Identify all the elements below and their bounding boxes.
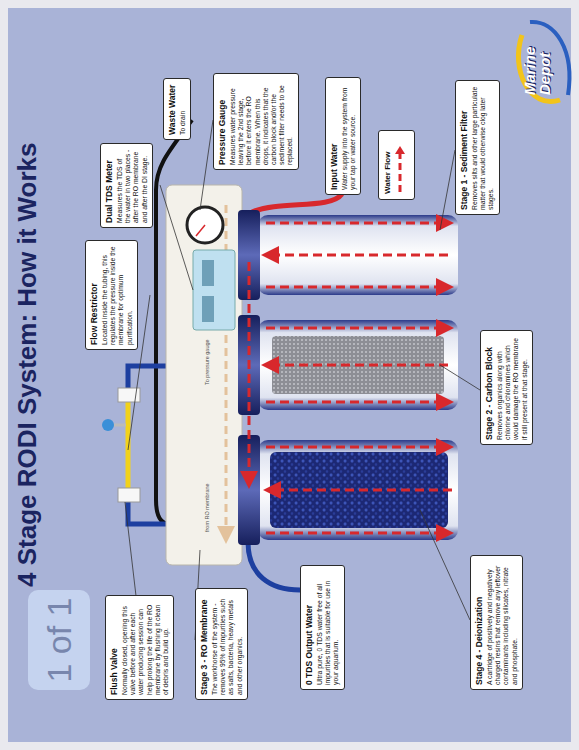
leader-line: [200, 120, 213, 210]
part-label: To pressure gauge: [204, 305, 210, 385]
restrictor-tube: [126, 400, 131, 490]
sediment-housing: [258, 215, 458, 295]
callout-box: Stage 2 - Carbon BlockRemoves organics a…: [480, 330, 533, 445]
legend-text: Water Flow: [383, 136, 392, 194]
callout-body: Measures water pressure leaving the 2nd …: [229, 78, 295, 165]
input-tube: [252, 194, 342, 212]
callout-heading: Dual TDS Meter: [104, 148, 114, 223]
callout-body: Water supply into the system from your t…: [341, 82, 357, 190]
callout-heading: Stage 2 - Carbon Block: [484, 335, 494, 440]
callout-body: Ultra pure, 0 TDS water free of all impu…: [316, 570, 341, 685]
leader-line: [440, 365, 480, 390]
legend-arrow-line: [399, 154, 402, 192]
callout-box: Pressure GaugeMeasures water pressure le…: [213, 73, 299, 170]
flow-arrow: [266, 532, 445, 535]
tds-display: [202, 260, 214, 286]
flow-arrow: [272, 489, 452, 492]
flow-arrow: [248, 262, 251, 480]
logo-text: Marine Depot: [522, 23, 552, 95]
legend-arrow-head: [395, 146, 405, 154]
callout-body: Measures the TDS of the water in two pla…: [116, 148, 149, 223]
callout-heading: Pressure Gauge: [217, 78, 227, 165]
tds-display: [202, 296, 214, 322]
flow-arrow: [266, 401, 445, 404]
callout-box: 0 TDS Output WaterUltra pure, 0 TDS wate…: [300, 565, 345, 690]
legend-sample: [394, 144, 406, 194]
housing-cap: [238, 210, 260, 300]
callout-box: Flow RestrictorLocated inside the tubing…: [85, 240, 138, 350]
callout-body: Removes silts and other large particulat…: [471, 85, 496, 210]
flow-arrow: [266, 286, 445, 289]
flow-arrow: [266, 327, 445, 330]
flow-arrow: [266, 446, 445, 449]
leader-line: [440, 150, 455, 230]
callout-heading: Waste Water: [167, 83, 177, 135]
fitting: [118, 488, 140, 502]
callout-body: Removes organics along with chlorine and…: [496, 335, 529, 440]
di-housing: [258, 440, 458, 540]
leader-line: [420, 510, 470, 620]
callout-box: Flush ValveNormally closed, opening this…: [105, 595, 174, 700]
callout-heading: Stage 3 - RO Membrane: [199, 593, 209, 695]
ro-membrane-housing: [166, 185, 242, 565]
callout-box: Dual TDS MeterMeasures the TDS of the wa…: [100, 143, 153, 228]
callout-heading: 0 TDS Output Water: [304, 570, 314, 685]
flow-arrow: [270, 254, 448, 257]
flush-tube: [128, 366, 168, 390]
carbon-housing: [258, 320, 458, 410]
output-tube: [248, 542, 300, 590]
callout-box: Waste WaterTo drain: [163, 78, 191, 140]
background: [8, 8, 571, 742]
callout-body: Located inside the tubing, this regulate…: [101, 245, 134, 345]
callout-box: Stage 3 - RO MembraneThe workhorse of th…: [195, 588, 248, 700]
callout-heading: Stage 4 - Deionization: [474, 560, 484, 685]
callout-body: Normally closed, opening this valve befo…: [121, 600, 170, 695]
water-flow-arrows: [249, 223, 452, 533]
callout-box: Stage 1 - Sediment FilterRemoves silts a…: [455, 80, 500, 215]
callout-heading: Flow Restrictor: [89, 245, 99, 345]
callout-body: A cartridge of positively and negatively…: [486, 560, 519, 685]
diagram-title: 4 Stage RODI System: How it Works: [12, 142, 43, 587]
callout-heading: Stage 1 - Sediment Filter: [459, 85, 469, 210]
valve-stem: [112, 424, 126, 427]
flush-valve-knob: [102, 419, 114, 431]
leader-line: [160, 185, 193, 290]
flow-arrow: [270, 364, 448, 367]
callout-box: Stage 4 - DeionizationA cartridge of pos…: [470, 555, 523, 690]
flow-arrow: [266, 222, 445, 225]
page-badge: 1 of 1: [28, 590, 90, 690]
callout-body: The workhorse of the system - removes 95…: [211, 593, 244, 695]
part-label: from RO membrane: [204, 452, 210, 532]
callout-heading: Input Water: [329, 82, 339, 190]
pressure-gauge: [187, 207, 223, 243]
callout-heading: Flush Valve: [109, 600, 119, 695]
flush-tube: [128, 500, 170, 524]
gauge-needle: [196, 225, 205, 236]
legend-box: Water Flow: [378, 130, 415, 200]
tds-meter: [193, 250, 235, 330]
callout-body: To drain: [179, 83, 187, 135]
callout-box: Input WaterWater supply into the system …: [325, 77, 361, 195]
